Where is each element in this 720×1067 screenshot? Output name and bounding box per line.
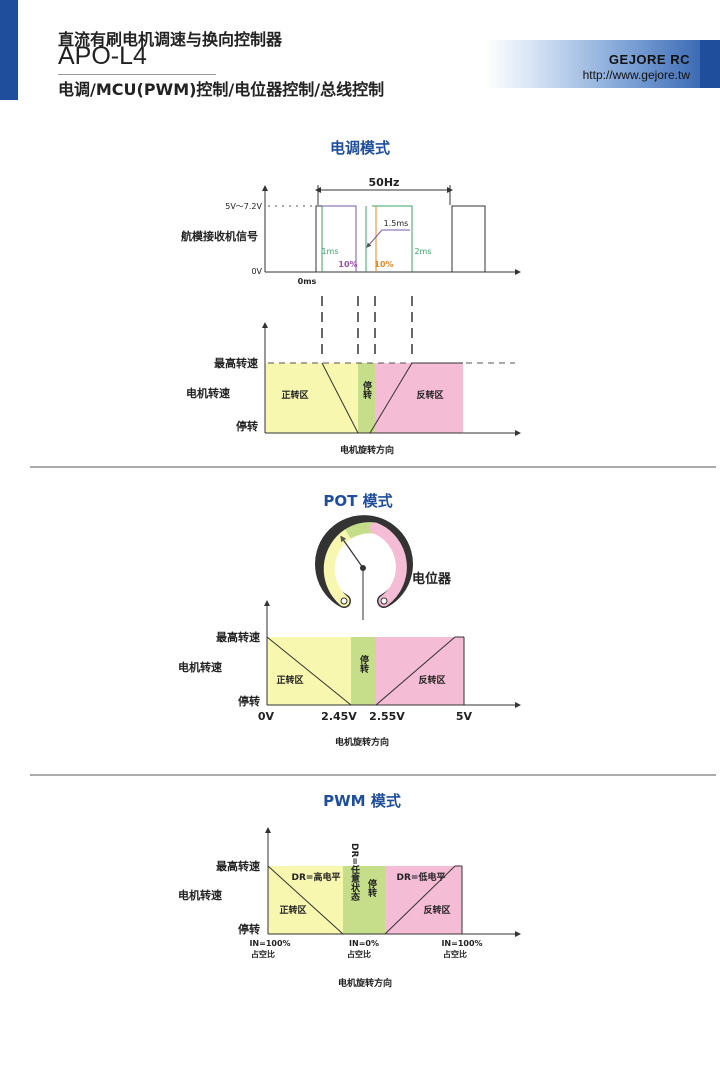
product-model: APO-L4 xyxy=(58,42,147,70)
voltage-zero-label: 0V xyxy=(251,267,262,276)
pwm-in-right-2: 占空比 xyxy=(443,949,467,959)
pwm-direction-label: 电机旋转方向 xyxy=(338,977,392,989)
pwm-in-left-2: 占空比 xyxy=(251,949,275,959)
period-label: 50Hz xyxy=(369,176,400,189)
pot-stop-zone-label: 停转 xyxy=(358,654,369,674)
pwm-reverse-zone xyxy=(385,866,462,934)
pwm-dr-any: DR=任意状态 xyxy=(349,843,361,902)
esc-mode-title: 电调模式 xyxy=(330,139,390,157)
pct-right-label: 10% xyxy=(374,260,393,269)
esc-reverse-label: 反转区 xyxy=(416,389,443,401)
pot-max-speed: 最高转速 xyxy=(216,630,260,644)
t15-label: 1.5ms xyxy=(384,219,409,228)
pwm-dr-low: DR=低电平 xyxy=(397,871,446,883)
product-subtitle: 电调/MCU(PWM)控制/电位器控制/总线控制 xyxy=(58,80,385,99)
brand-name: GEJORE RC xyxy=(608,52,690,67)
header-accent-bar xyxy=(0,0,18,100)
esc-forward-label: 正转区 xyxy=(281,389,308,401)
pct-left-label: 10% xyxy=(338,260,357,269)
pwm-stop-zone xyxy=(343,866,385,934)
pot-v3: 5V xyxy=(456,710,473,723)
t0-label: 0ms xyxy=(298,277,317,286)
brand-url: http://www.gejore.tw xyxy=(582,68,690,82)
pwm-in-mid-1: IN=0% xyxy=(349,939,379,948)
pot-reverse-label: 反转区 xyxy=(418,674,445,686)
esc-reverse-zone xyxy=(375,363,463,433)
esc-motor-speed: 电机转速 xyxy=(186,386,230,400)
pot-v2: 2.55V xyxy=(369,710,405,723)
pwm-stop-label: 停转 xyxy=(238,922,260,936)
esc-forward-zone xyxy=(265,363,358,433)
pwm-max-speed: 最高转速 xyxy=(216,859,260,873)
esc-stop-zone-label: 停转 xyxy=(361,380,372,400)
t1-label: 1ms xyxy=(321,247,338,256)
potentiometer-icon xyxy=(315,515,413,620)
brand-stripe xyxy=(700,40,720,88)
pot-stop-zone xyxy=(351,637,376,705)
pot-direction-label: 电机旋转方向 xyxy=(335,736,389,748)
pot-v1: 2.45V xyxy=(321,710,357,723)
pwm-mode-title: PWM 模式 xyxy=(323,792,401,810)
pwm-reverse-label: 反转区 xyxy=(423,904,450,916)
pwm-in-right-1: IN=100% xyxy=(441,939,482,948)
pwm-forward-label: 正转区 xyxy=(279,904,306,916)
pot-motor-speed: 电机转速 xyxy=(178,660,222,674)
pot-stop-label: 停转 xyxy=(238,694,260,708)
pot-reverse-zone xyxy=(376,637,464,705)
pwm-in-mid-2: 占空比 xyxy=(347,949,371,959)
esc-stop-label: 停转 xyxy=(236,419,258,433)
voltage-high-label: 5V～7.2V xyxy=(225,202,262,211)
esc-max-speed: 最高转速 xyxy=(214,356,258,370)
pot-mode-title: POT 模式 xyxy=(323,492,392,510)
title-underline xyxy=(58,74,216,75)
pwm-dr-high: DR=高电平 xyxy=(292,871,341,883)
pwm-stop-zone-label: 停转 xyxy=(366,878,377,898)
pot-forward-label: 正转区 xyxy=(276,674,303,686)
pwm-in-left-1: IN=100% xyxy=(249,939,290,948)
esc-stop-zone xyxy=(358,363,375,433)
brand-banner xyxy=(486,40,720,88)
pwm-motor-speed: 电机转速 xyxy=(178,888,222,902)
pot-v0: 0V xyxy=(258,710,275,723)
signal-label: 航模接收机信号 xyxy=(181,229,258,243)
esc-direction-label: 电机旋转方向 xyxy=(340,444,394,456)
t2-label: 2ms xyxy=(414,247,431,256)
product-title: 直流有刷电机调速与换向控制器 xyxy=(58,30,283,49)
pot-label: 电位器 xyxy=(412,571,452,587)
